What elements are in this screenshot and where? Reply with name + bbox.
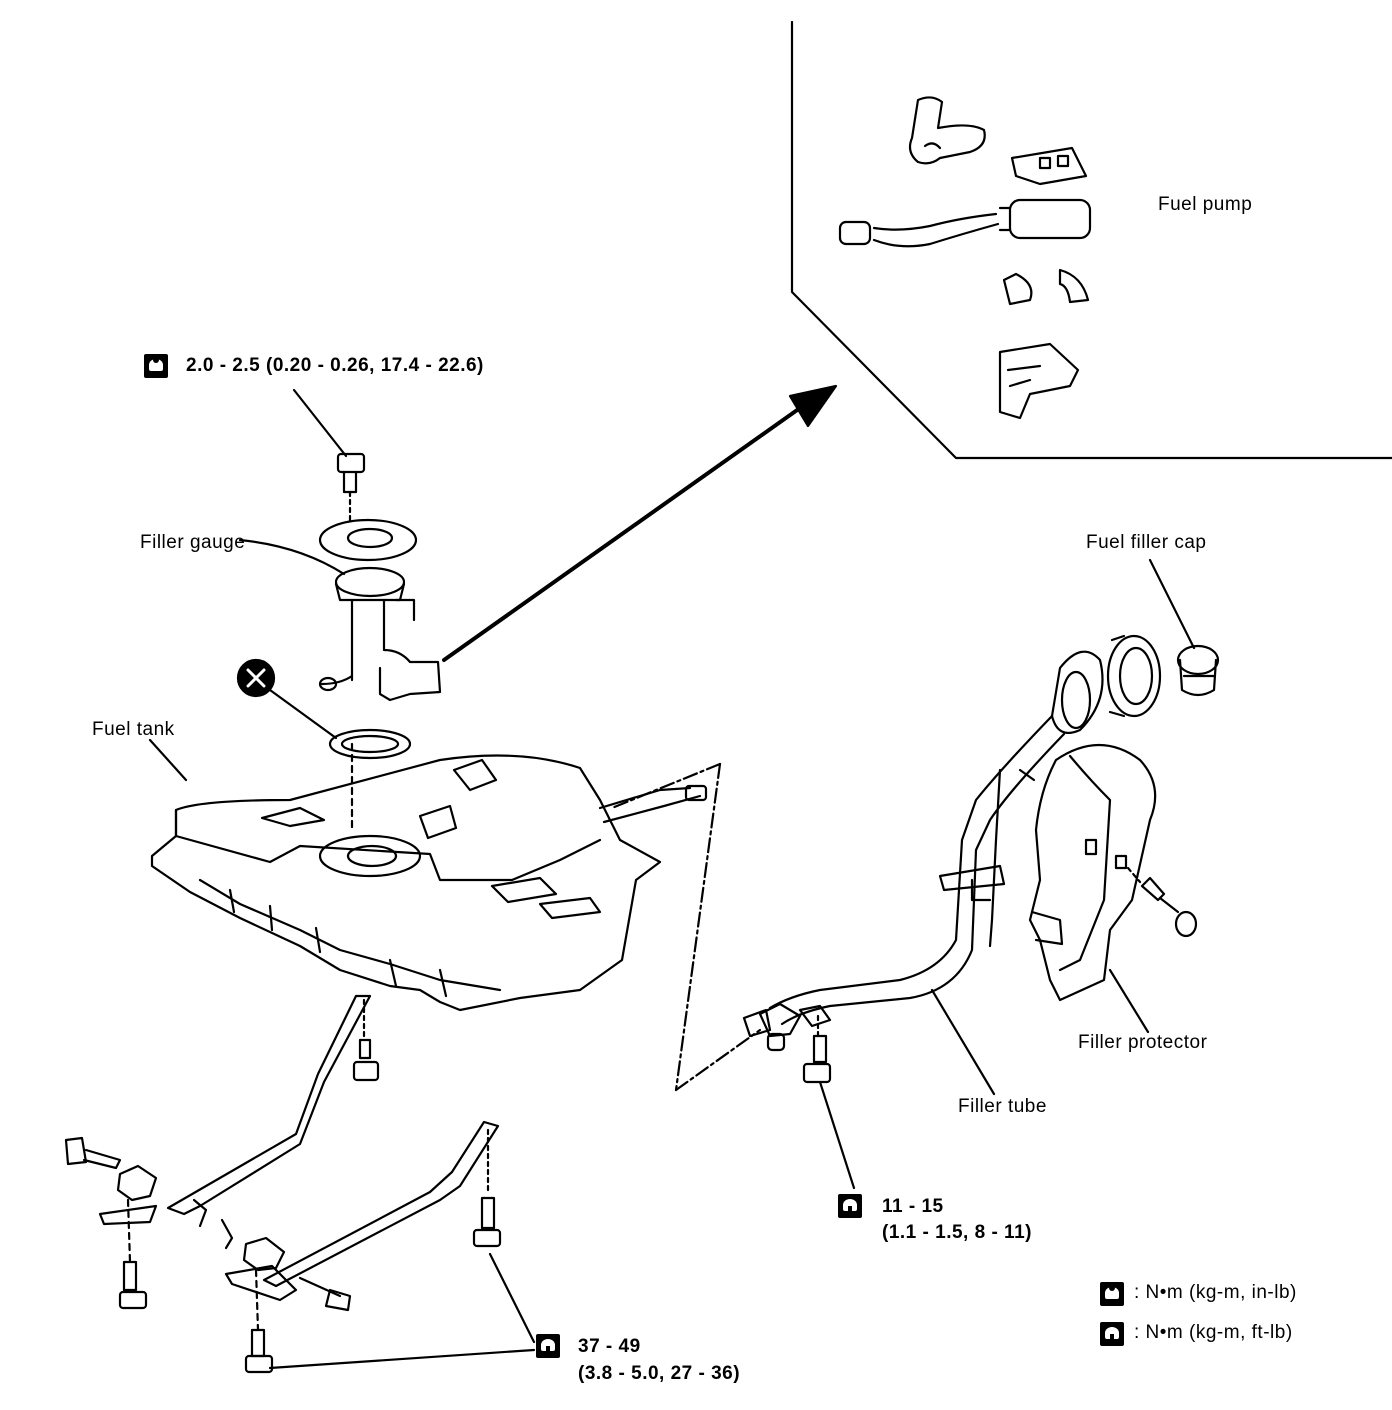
- filler-tube-part: [742, 650, 1104, 1084]
- tank-band-torque-line1: 37 - 49: [578, 1336, 641, 1357]
- fuel-tank-label: Fuel tank: [92, 719, 175, 740]
- legend-ft-lb-icon: [1100, 1322, 1124, 1346]
- fuel-pump-part: [838, 198, 1092, 248]
- filler-tube-torque-line1: 11 - 15: [882, 1196, 944, 1217]
- arrow-head: [788, 384, 838, 428]
- torque-in-lb-icon: [144, 354, 168, 378]
- tank-band-left: [166, 994, 372, 1216]
- filler-gauge-part: [238, 538, 442, 702]
- gauge-plate: [318, 518, 418, 562]
- filler-gauge-torque: 2.0 - 2.5 (0.20 - 0.26, 17.4 - 22.6): [186, 355, 484, 376]
- filler-tube-torque-line2: (1.1 - 1.5, 8 - 11): [882, 1222, 1032, 1243]
- inset-hose: [908, 96, 986, 165]
- fuel-pump-label: Fuel pump: [1158, 194, 1253, 215]
- torque-ft-lb-icon: [536, 1334, 560, 1358]
- inset-frame: [790, 20, 1392, 460]
- filler-protector-part: [1028, 743, 1157, 1002]
- filler-tube-label: Filler tube: [958, 1096, 1047, 1117]
- fuel-tank-part: [150, 754, 708, 1012]
- filler-gauge-label: Filler gauge: [140, 532, 246, 553]
- tank-band-right: [262, 1120, 500, 1288]
- fuel-filler-cap-part: [1176, 644, 1220, 697]
- legend-ft-lb-text: : N•m (kg-m, ft-lb): [1134, 1322, 1293, 1343]
- fuel-filler-cap-label: Fuel filler cap: [1086, 532, 1207, 553]
- tank-band-torque-line2: (3.8 - 5.0, 27 - 36): [578, 1363, 741, 1384]
- legend-in-lb-text: : N•m (kg-m, in-lb): [1134, 1282, 1297, 1303]
- inset-plate: [1010, 146, 1088, 186]
- filler-neck-ring: [1106, 634, 1162, 718]
- torque-ft-lb-icon: [838, 1194, 862, 1218]
- o-ring: [328, 728, 412, 760]
- inset-bracket: [998, 342, 1080, 420]
- filler-protector-label: Filler protector: [1078, 1032, 1208, 1053]
- legend-in-lb-icon: [1100, 1282, 1124, 1306]
